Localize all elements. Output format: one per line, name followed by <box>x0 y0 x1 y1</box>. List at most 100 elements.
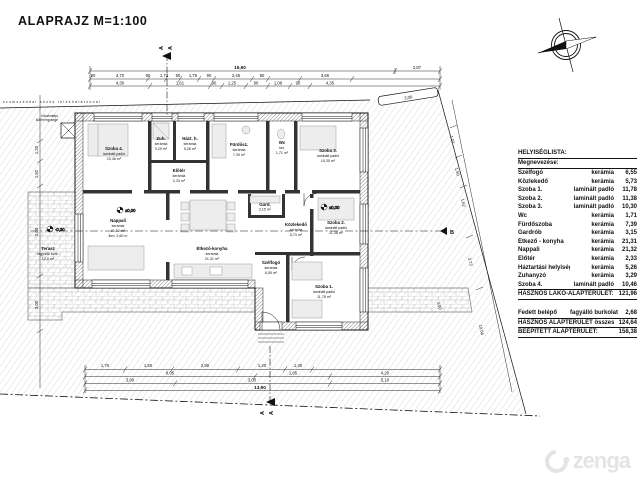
svg-text:8,05: 8,05 <box>166 371 175 376</box>
svg-text:1,20: 1,20 <box>258 363 267 368</box>
svg-text:kerámia: kerámia <box>173 174 186 178</box>
svg-text:kerámia: kerámia <box>265 266 278 270</box>
svg-text:5,73 m²: 5,73 m² <box>290 233 303 237</box>
dimension-ticks <box>36 67 484 394</box>
svg-text:B: B <box>450 230 454 236</box>
svg-text:4,20: 4,20 <box>381 371 390 376</box>
furniture <box>87 122 355 319</box>
svg-text:1,61: 1,61 <box>176 81 185 86</box>
windows <box>74 112 369 331</box>
svg-text:11,78 m²: 11,78 m² <box>317 295 332 299</box>
svg-text:1,20: 1,20 <box>34 145 39 154</box>
zenga-logo-icon <box>539 444 573 478</box>
svg-text:7,39 m²: 7,39 m² <box>233 153 246 157</box>
svg-text:hőszivattyú: hőszivattyú <box>42 114 59 118</box>
room-szoba4: Szoba 4. <box>105 146 123 151</box>
svg-text:3,70: 3,70 <box>116 73 125 78</box>
svg-text:1,92: 1,92 <box>34 169 39 178</box>
svg-text:6,55 m²: 6,55 m² <box>265 271 278 275</box>
page-title: ALAPRAJZ M=1:100 <box>18 14 148 28</box>
svg-text:2,00: 2,00 <box>34 227 39 236</box>
svg-text:kerámia: kerámia <box>206 252 219 256</box>
room-etkezo: Étkező-konyha <box>197 246 229 251</box>
svg-text:A: A <box>260 411 266 415</box>
table-subtotal-row: HASZNOS LAKÓ-ALAPTERÜLET:121,96 <box>518 289 637 300</box>
room-labels: Szoba 4. laminált padló 10,46 m² Zuh. ke… <box>103 136 347 299</box>
svg-text:4,35: 4,35 <box>326 81 335 86</box>
svg-text:laminált padló: laminált padló <box>325 226 347 230</box>
svg-text:1,70: 1,70 <box>101 363 110 368</box>
svg-text:Terasz: Terasz <box>41 246 55 251</box>
section-marker-a: A A A A <box>159 46 275 415</box>
room-nappali: Nappali <box>110 218 126 223</box>
svg-text:1,25: 1,25 <box>228 81 237 86</box>
svg-text:90: 90 <box>176 73 181 78</box>
room-haztartasi: Házt. h. <box>182 136 198 141</box>
svg-text:1,71 m²: 1,71 m² <box>276 151 289 155</box>
svg-text:10,46 m²: 10,46 m² <box>107 157 122 161</box>
svg-text:5,10: 5,10 <box>381 378 390 383</box>
svg-text:1,07: 1,07 <box>449 135 456 145</box>
svg-text:10,04: 10,04 <box>478 324 485 336</box>
svg-text:A: A <box>159 46 165 50</box>
svg-text:±0,00: ±0,00 <box>329 205 340 210</box>
svg-text:3,00: 3,00 <box>34 300 39 309</box>
svg-text:15,90: 15,90 <box>234 65 246 70</box>
room-kozlekedo: Közlekedő <box>285 222 307 227</box>
room-zuhanyzo: Zuh. <box>156 136 165 141</box>
svg-text:21,31 m²: 21,31 m² <box>205 257 220 261</box>
svg-text:2,87: 2,87 <box>413 65 422 70</box>
svg-text:1,85: 1,85 <box>289 371 298 376</box>
svg-text:2,46: 2,46 <box>232 73 241 78</box>
svg-text:90: 90 <box>260 73 265 78</box>
svg-text:3,00: 3,00 <box>404 94 413 100</box>
house-interior-walls <box>83 121 360 322</box>
north-compass-icon <box>537 17 597 73</box>
svg-text:90: 90 <box>146 73 151 78</box>
room-eloter: Előtér <box>173 168 186 173</box>
dimension-lines <box>36 66 513 394</box>
svg-text:-0,30: -0,30 <box>55 227 65 232</box>
svg-text:1,75: 1,75 <box>189 73 198 78</box>
svg-text:12,0 m²: 12,0 m² <box>42 257 55 261</box>
svg-text:1,08: 1,08 <box>274 81 283 86</box>
room-list-title: HELYISÉGLISTA: <box>518 149 637 159</box>
svg-text:3,73: 3,73 <box>467 257 474 267</box>
room-list-header: Megnevezése: <box>518 159 637 169</box>
svg-text:lbm: 2,60 m: lbm: 2,60 m <box>109 234 128 238</box>
svg-text:21,32 m²: 21,32 m² <box>111 229 126 233</box>
table-total2-row: BEÉPÍTETT ALAPTERÜLET:158,38 <box>518 328 637 338</box>
zenga-watermark: zenga <box>539 444 631 478</box>
svg-text:kerámia: kerámia <box>155 142 168 146</box>
svg-text:A: A <box>269 411 275 415</box>
svg-text:3,29 m²: 3,29 m² <box>155 147 168 151</box>
svg-text:3,66: 3,66 <box>321 73 330 78</box>
setback-strip: 3,00 3,00 <box>377 87 443 311</box>
svg-text:90: 90 <box>91 73 96 78</box>
room-gardrob: Gard. <box>259 202 270 207</box>
svg-text:±0,00: ±0,00 <box>125 208 136 213</box>
svg-text:A: A <box>168 46 174 50</box>
svg-text:1,30: 1,30 <box>294 363 303 368</box>
svg-text:laminált padló: laminált padló <box>313 290 335 294</box>
svg-text:5,26 m²: 5,26 m² <box>184 147 197 151</box>
svg-text:1,52: 1,52 <box>460 198 467 208</box>
svg-text:1,50: 1,50 <box>144 363 153 368</box>
terrace-label: Terasz fagyálló burk. 12,0 m² <box>37 246 58 261</box>
svg-text:laminált padló: laminált padló <box>317 154 339 158</box>
svg-text:1,50: 1,50 <box>454 167 461 177</box>
svg-text:90: 90 <box>212 81 217 86</box>
svg-text:3,00: 3,00 <box>436 301 443 311</box>
svg-text:kerámia: kerámia <box>184 142 197 146</box>
